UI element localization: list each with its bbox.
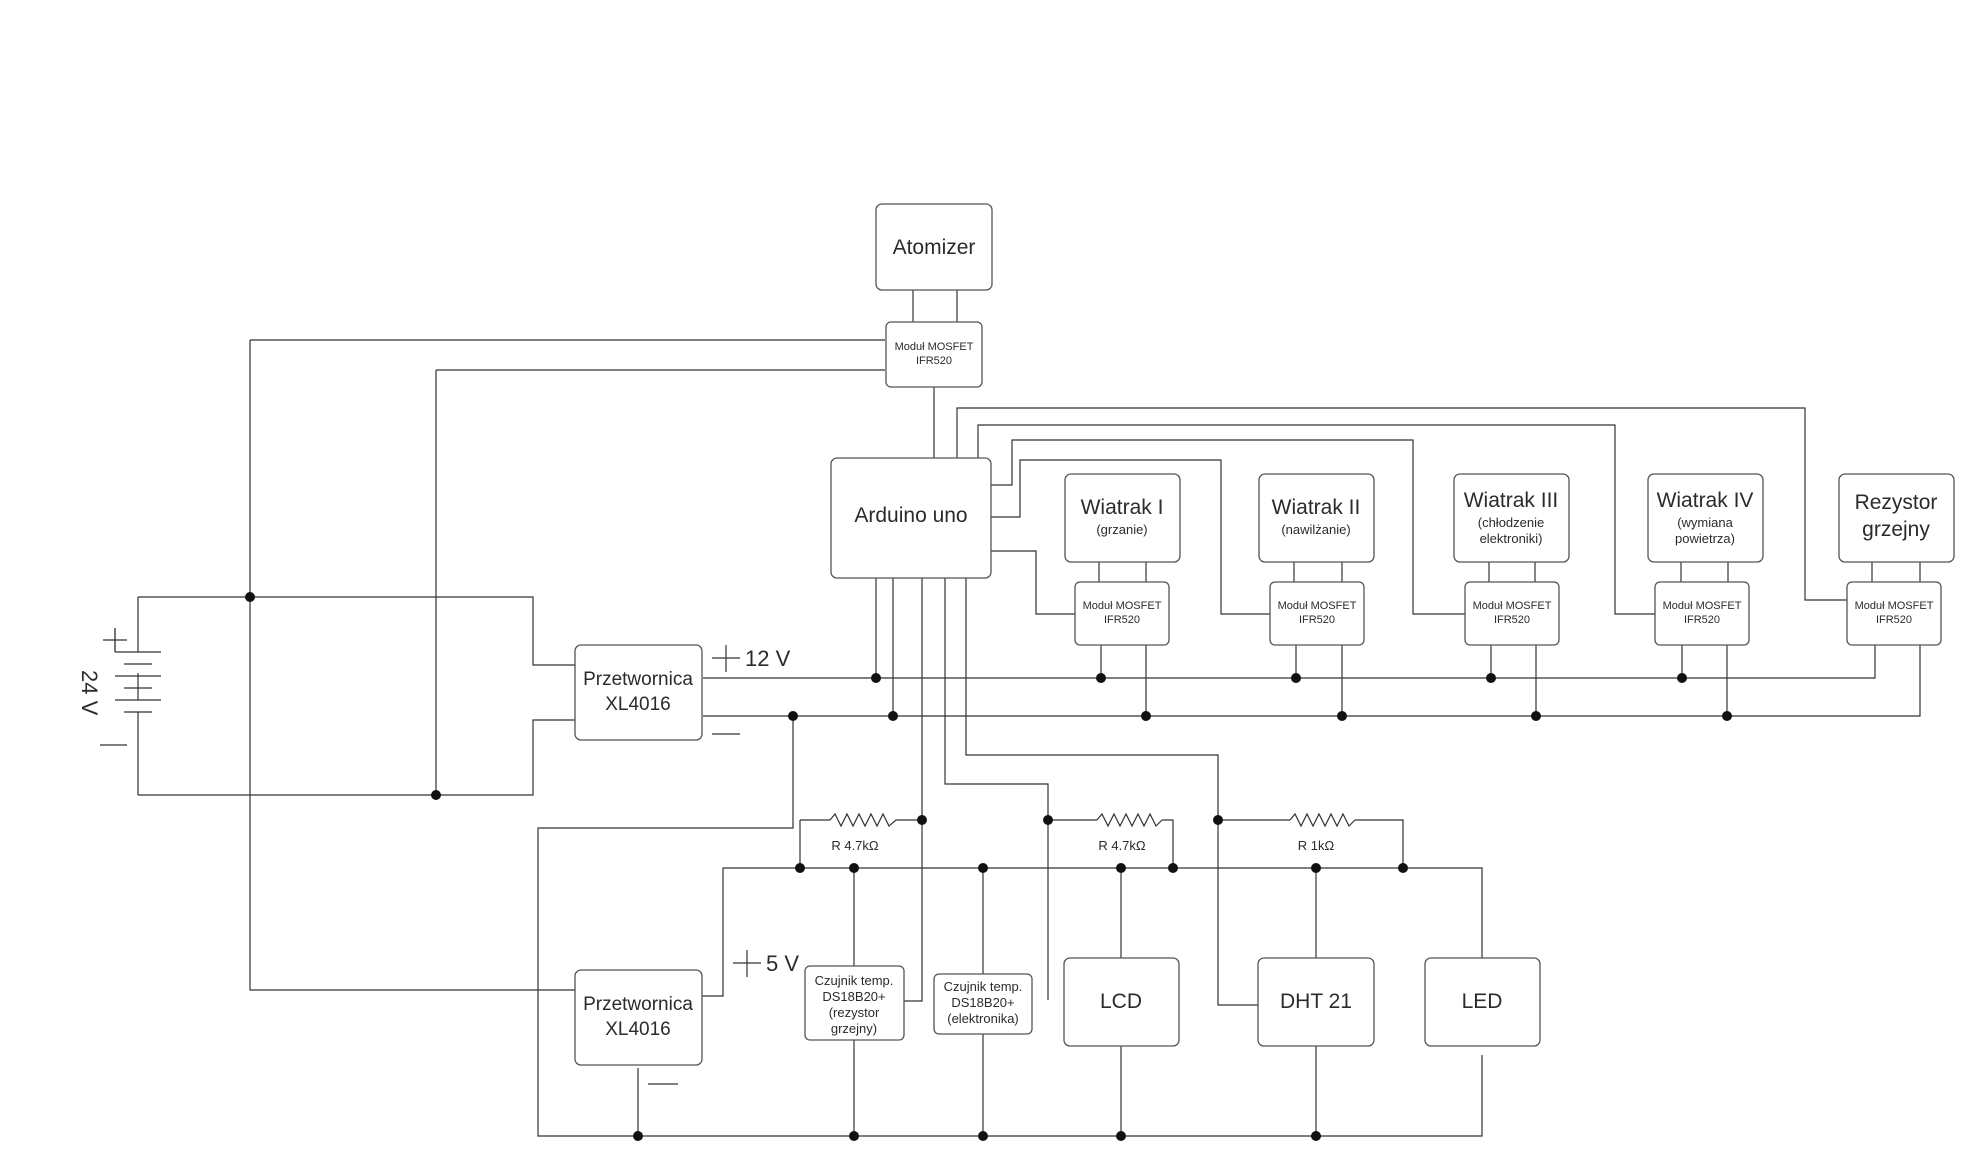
voltage-5v-label: 5 V — [766, 951, 799, 976]
mosfet-atomizer-line1: Moduł MOSFET — [895, 341, 974, 353]
fan-4-sub1: (wymiana — [1677, 515, 1733, 530]
mosfet-atomizer: Moduł MOSFET IFR520 — [885, 321, 983, 388]
mosfet-fan-2: Moduł MOSFET IFR520 — [1269, 581, 1365, 646]
heater-line1: Rezystor — [1855, 491, 1938, 514]
resistor-3-symbol — [1289, 812, 1356, 828]
mosfet-fan-1-line1: Moduł MOSFET — [1083, 600, 1162, 612]
sensor-heater-line2: DS18B20+ — [822, 989, 885, 1004]
converter-5v-line1: Przetwornica — [583, 994, 693, 1015]
fan-2-block: Wiatrak II (nawilżanie) — [1258, 473, 1375, 563]
sensor-heater-block: Czujnik temp. DS18B20+ (rezystor grzejny… — [804, 965, 905, 1041]
mosfet-atomizer-line2: IFR520 — [916, 355, 952, 367]
mosfet-heater: Moduł MOSFET IFR520 — [1846, 581, 1942, 646]
mosfet-heater-line2: IFR520 — [1876, 614, 1912, 626]
resistor-1-label: R 4.7kΩ — [831, 838, 879, 853]
sensor-heater-line4: grzejny) — [831, 1021, 877, 1036]
dht-label: DHT 21 — [1280, 990, 1352, 1013]
led-block: LED — [1424, 957, 1541, 1047]
fan-1-block: Wiatrak I (grzanie) — [1064, 473, 1181, 563]
converter-12v-line2: XL4016 — [605, 694, 671, 715]
mosfet-fan-1-line2: IFR520 — [1104, 614, 1140, 626]
lcd-label: LCD — [1100, 990, 1142, 1013]
resistor-2-symbol — [1096, 812, 1163, 828]
converter-12v-line1: Przetwornica — [583, 669, 693, 690]
fan-3-title: Wiatrak III — [1464, 489, 1559, 512]
led-label: LED — [1462, 990, 1503, 1013]
mosfet-fan-1: Moduł MOSFET IFR520 — [1074, 581, 1170, 646]
junction-dots — [245, 592, 1732, 1141]
mosfet-fan-4: Moduł MOSFET IFR520 — [1654, 581, 1750, 646]
mosfet-fan-3-line1: Moduł MOSFET — [1473, 600, 1552, 612]
arduino-label: Arduino uno — [854, 504, 967, 527]
fan-4-block: Wiatrak IV (wymiana powietrza) — [1647, 473, 1764, 563]
arduino-block: Arduino uno — [830, 457, 992, 579]
mosfet-fan-3-line2: IFR520 — [1494, 614, 1530, 626]
fan-3-sub1: (chłodzenie — [1478, 515, 1545, 530]
fan-4-title: Wiatrak IV — [1657, 489, 1754, 512]
battery-label: 24 V — [77, 670, 102, 716]
mosfet-fan-4-line1: Moduł MOSFET — [1663, 600, 1742, 612]
heater-line2: grzejny — [1862, 518, 1930, 541]
mosfet-fan-4-line2: IFR520 — [1684, 614, 1720, 626]
battery-24v — [100, 628, 161, 746]
converter-5v: Przetwornica XL4016 — [574, 969, 703, 1066]
resistor-3-label: R 1kΩ — [1298, 838, 1335, 853]
resistor-symbols — [829, 812, 1356, 828]
fan-4-sub2: powietrza) — [1675, 531, 1735, 546]
sensor-electronics-line1: Czujnik temp. — [944, 979, 1023, 994]
converter-5v-line2: XL4016 — [605, 1019, 671, 1040]
sensor-electronics-line3: (elektronika) — [947, 1011, 1019, 1026]
mosfet-heater-line1: Moduł MOSFET — [1855, 600, 1934, 612]
fan-1-title: Wiatrak I — [1081, 496, 1164, 519]
lcd-block: LCD — [1063, 957, 1180, 1047]
voltage-12v-label: 12 V — [745, 646, 791, 671]
sensor-electronics-block: Czujnik temp. DS18B20+ (elektronika) — [933, 973, 1033, 1035]
converter-12v: Przetwornica XL4016 — [574, 644, 703, 741]
fan-3-sub2: elektroniki) — [1480, 531, 1543, 546]
resistor-1-symbol — [829, 812, 897, 828]
fan-1-sub: (grzanie) — [1096, 522, 1147, 537]
sensor-heater-line3: (rezystor — [829, 1005, 880, 1020]
resistor-2-label: R 4.7kΩ — [1098, 838, 1146, 853]
sensor-electronics-line2: DS18B20+ — [951, 995, 1014, 1010]
atomizer-label: Atomizer — [893, 236, 976, 259]
heater-block: Rezystor grzejny — [1838, 473, 1955, 563]
fan-3-block: Wiatrak III (chłodzenie elektroniki) — [1453, 473, 1570, 563]
wires — [137, 290, 1921, 1137]
mosfet-fan-2-line1: Moduł MOSFET — [1278, 600, 1357, 612]
fan-2-title: Wiatrak II — [1272, 496, 1361, 519]
dht-block: DHT 21 — [1257, 957, 1375, 1047]
mosfet-fan-2-line2: IFR520 — [1299, 614, 1335, 626]
atomizer-block: Atomizer — [875, 203, 993, 291]
sensor-heater-line1: Czujnik temp. — [815, 973, 894, 988]
mosfet-fan-3: Moduł MOSFET IFR520 — [1464, 581, 1560, 646]
fan-2-sub: (nawilżanie) — [1281, 522, 1350, 537]
voltage-markers — [648, 645, 761, 1085]
